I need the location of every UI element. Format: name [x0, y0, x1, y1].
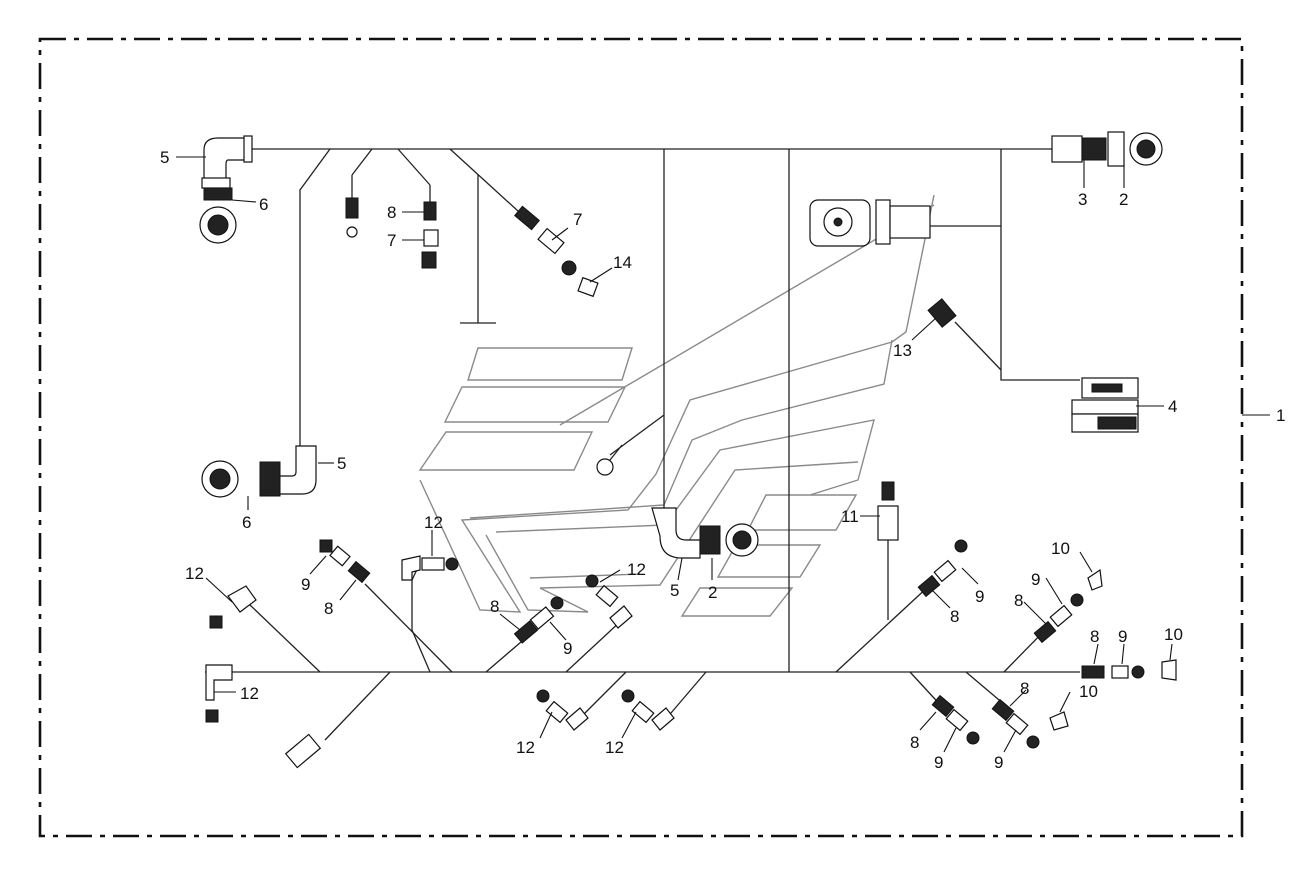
- callout-12-bottom-b: 12: [605, 738, 624, 757]
- vehicle-silhouette: [418, 194, 935, 617]
- callout-8-bottom-a: 8: [910, 733, 919, 752]
- callout-11: 11: [841, 507, 859, 526]
- sensor-11: [877, 481, 899, 541]
- callout-9-center: 9: [563, 639, 572, 658]
- callout-8-right-a: 8: [950, 607, 959, 626]
- callout-8-center: 8: [490, 597, 499, 616]
- round-plug-top-left: [199, 206, 237, 244]
- elbow-connector-center: [651, 507, 759, 559]
- callout-9-right-a: 9: [975, 587, 984, 606]
- connector-13: [927, 298, 957, 328]
- callout-9-right-b: 9: [1031, 570, 1040, 589]
- elbow-connector-top-left: [201, 135, 253, 201]
- elbow-connector-left: [201, 445, 317, 498]
- multi-pin-connector-4: [1071, 377, 1139, 433]
- assembly-boundary-frame: [38, 37, 1244, 838]
- callout-5-left: 5: [337, 454, 346, 473]
- trailer-socket: [809, 199, 931, 247]
- callout-8-far-right: 8: [1090, 627, 1099, 646]
- callout-9-far-right: 9: [1118, 627, 1127, 646]
- callout-6-top-left: 6: [259, 195, 268, 214]
- callout-12-mid: 12: [424, 513, 443, 532]
- callout-10-far-right: 10: [1164, 625, 1183, 644]
- plug-top-right: [1051, 131, 1163, 167]
- callout-12-bottom-a: 12: [516, 738, 535, 757]
- callout-12-left: 12: [185, 564, 204, 583]
- callout-4: 4: [1168, 397, 1177, 416]
- connector-parts: [199, 131, 1177, 769]
- callout-6-left: 6: [242, 513, 251, 532]
- callout-10-bottom-right: 10: [1079, 682, 1098, 701]
- callout-8-left: 8: [324, 599, 333, 618]
- callout-labels: 5 6 3 2 8 7 7 14 13 4 1 5 6 11 12 10 12 …: [160, 148, 1285, 772]
- callout-12-center: 12: [627, 560, 646, 579]
- callout-1: 1: [1276, 406, 1285, 425]
- callout-8-bottom-right: 8: [1020, 679, 1029, 698]
- callout-10-right-top: 10: [1051, 539, 1070, 558]
- callout-12-bottom-left: 12: [240, 684, 259, 703]
- callout-7-top-left: 7: [387, 231, 396, 250]
- ring-terminal: [596, 444, 623, 476]
- callout-8-top: 8: [387, 203, 396, 222]
- callout-7-top-center: 7: [573, 210, 582, 229]
- callout-2-center: 2: [708, 583, 717, 602]
- callout-2-top-right: 2: [1119, 190, 1128, 209]
- harness-wires: [205, 148, 1080, 741]
- callout-8-right-b: 8: [1014, 591, 1023, 610]
- callout-9-left: 9: [301, 575, 310, 594]
- callout-9-bottom-a: 9: [934, 753, 943, 772]
- callout-5-center: 5: [670, 581, 679, 600]
- callout-13: 13: [893, 341, 912, 360]
- callout-5-top-left: 5: [160, 148, 169, 167]
- callout-9-bottom-b: 9: [994, 753, 1003, 772]
- leader-lines: [176, 156, 1270, 753]
- callout-3: 3: [1078, 190, 1087, 209]
- callout-14: 14: [613, 253, 632, 272]
